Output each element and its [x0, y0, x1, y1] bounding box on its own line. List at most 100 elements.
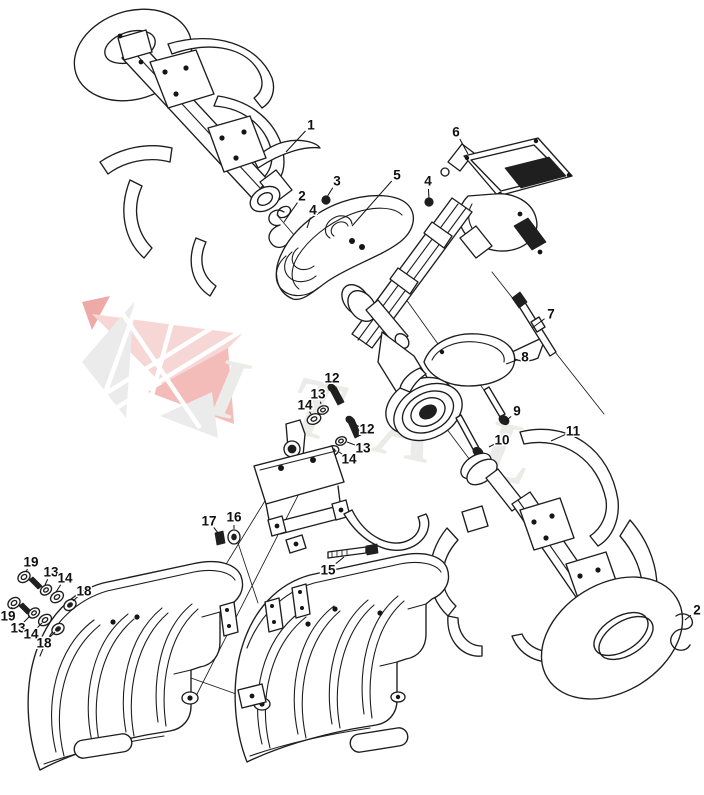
callout-leader-19 — [10, 606, 13, 609]
part-label-9: 9 — [513, 404, 521, 419]
part-label-17: 17 — [201, 514, 216, 529]
callout-leader-4 — [306, 217, 311, 229]
fender-slot — [349, 727, 409, 753]
fastener-stack-1 — [17, 570, 77, 612]
bracket-plate — [253, 445, 345, 505]
output-housing — [341, 284, 463, 442]
washer-16-nut-17 — [214, 529, 241, 546]
screw-set-a — [306, 383, 345, 426]
bolt-15 — [327, 543, 379, 559]
blade-flange — [149, 49, 215, 109]
belt-cover — [275, 194, 415, 301]
part-label-10: 10 — [494, 433, 509, 448]
callout-leader-18 — [72, 595, 79, 602]
callout-leader-14 — [338, 451, 343, 455]
callout-leader-12 — [332, 385, 335, 391]
part-label-19: 19 — [23, 555, 38, 570]
hub-block — [117, 29, 153, 61]
blade — [167, 37, 275, 109]
washer-13 — [39, 584, 53, 596]
part-label-1: 1 — [307, 118, 315, 133]
callout-leader-10 — [488, 443, 496, 448]
mount-bracket — [253, 419, 430, 554]
fender-slot — [73, 733, 133, 759]
blade — [519, 428, 619, 547]
callout-leader-12 — [354, 424, 360, 427]
part-label-2: 2 — [693, 603, 701, 618]
part-label-4: 4 — [309, 203, 317, 218]
callout-leader-15 — [333, 556, 345, 566]
gearbox — [440, 137, 573, 259]
tine-assembly-right — [429, 428, 684, 700]
part-label-3: 3 — [333, 174, 341, 189]
bolt-9 — [483, 386, 510, 426]
clip-2-lower — [670, 613, 694, 651]
callout-leader-9 — [505, 415, 512, 422]
callout-leader-13 — [319, 401, 322, 405]
blade — [447, 615, 483, 657]
washer-14 — [49, 590, 65, 604]
part-label-14: 14 — [297, 398, 313, 413]
callout-leader-13 — [346, 441, 356, 446]
emblem-shape — [82, 296, 110, 330]
callout-leader-2 — [684, 614, 692, 621]
callout-leader-6 — [459, 138, 469, 155]
part-label-14: 14 — [23, 627, 39, 642]
right-disc-hole — [598, 615, 654, 661]
part-label-6: 6 — [452, 125, 460, 140]
blade — [123, 179, 153, 259]
fender-right — [234, 552, 450, 763]
emblem-shape — [82, 302, 134, 418]
callout-leader-19 — [25, 568, 28, 573]
blade — [99, 145, 173, 175]
artwork — [7, 8, 694, 771]
bracket-arm — [343, 509, 430, 551]
callout-leader-4 — [427, 188, 430, 200]
nut-3 — [321, 195, 331, 205]
watermark-emblem — [80, 295, 246, 438]
washer-14 — [306, 412, 322, 426]
callout-leader-14 — [36, 622, 43, 629]
part-label-14: 14 — [341, 452, 357, 467]
blade-flange — [519, 497, 575, 551]
callout-leader-14 — [55, 584, 62, 593]
nut-17 — [214, 530, 226, 546]
part-label-12: 12 — [359, 422, 374, 437]
part-label-2: 2 — [298, 189, 306, 204]
washer-13 — [317, 405, 329, 415]
callout-leader-18 — [49, 631, 56, 638]
clip-2-upper — [268, 209, 290, 248]
tine-assembly-left — [73, 8, 321, 297]
cover-8 — [399, 333, 547, 393]
part-label-13: 13 — [355, 441, 371, 456]
part-label-13: 13 — [310, 387, 326, 402]
part-label-14: 14 — [57, 571, 73, 586]
bolt-19 — [7, 596, 21, 610]
washer-13 — [335, 436, 347, 446]
fender-left — [27, 560, 244, 771]
callout-leader-14 — [309, 411, 312, 415]
part-label-19: 19 — [0, 609, 15, 624]
part-label-7: 7 — [547, 307, 555, 322]
part-label-18: 18 — [36, 636, 52, 651]
callout-leader-13 — [44, 579, 49, 586]
callout-leader-5 — [351, 180, 393, 227]
callout-leader-1 — [285, 130, 306, 153]
part-label-4: 4 — [424, 174, 432, 189]
blade — [253, 139, 321, 169]
fastener-stack-2 — [7, 596, 65, 636]
left-bearing — [249, 185, 281, 213]
blade — [190, 237, 217, 297]
part-label-13: 13 — [43, 565, 59, 580]
callout-leader-7 — [531, 318, 545, 329]
callout-leader-8 — [505, 359, 518, 365]
nut-4b — [424, 197, 434, 207]
output-stub-shaft — [513, 217, 547, 251]
part-label-13: 13 — [10, 621, 26, 636]
callout-leader-13 — [23, 615, 31, 623]
callout-leader-17 — [213, 527, 219, 534]
part-label-5: 5 — [393, 168, 401, 183]
